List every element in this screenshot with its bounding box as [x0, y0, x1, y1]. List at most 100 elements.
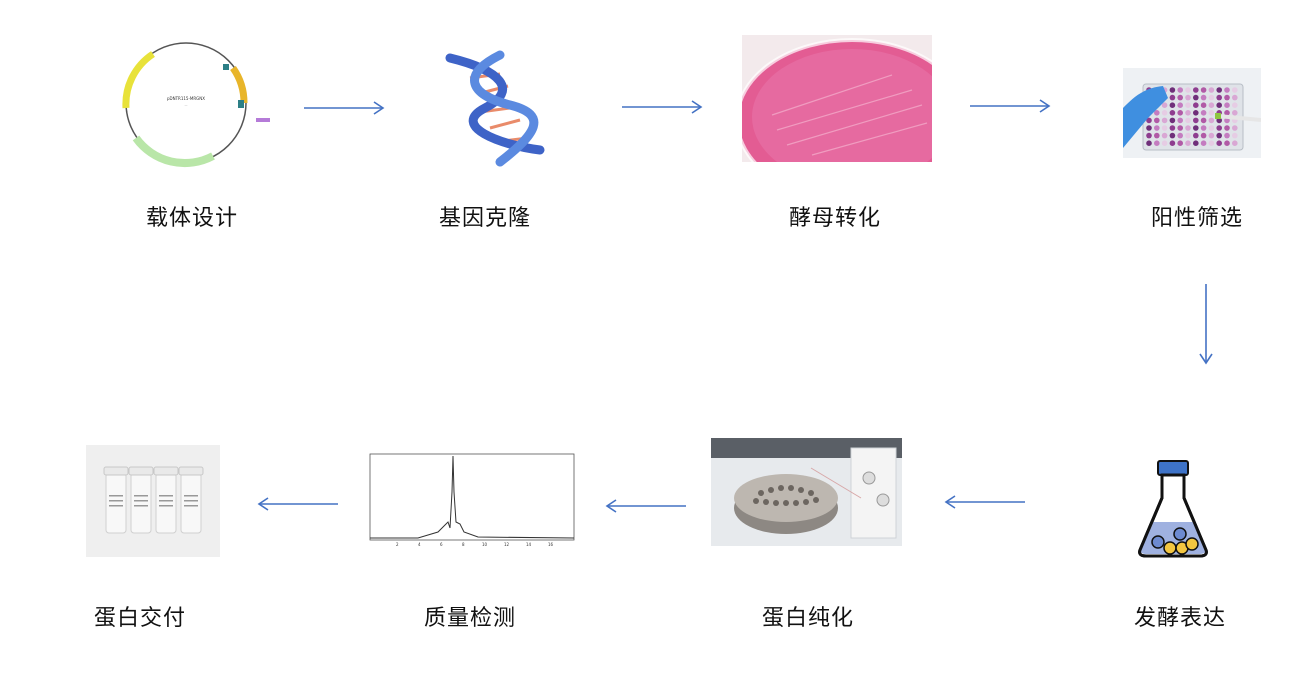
plate-well: [1224, 102, 1230, 108]
plate-well: [1161, 125, 1168, 131]
plate-well: [1232, 140, 1238, 146]
plate-well: [1232, 110, 1238, 116]
plate-well: [1185, 94, 1191, 101]
plate-well: [1154, 117, 1160, 124]
plate-well: [1169, 117, 1176, 124]
plate-well: [1193, 102, 1199, 108]
plate-well: [1193, 140, 1199, 146]
flask-icon: [1134, 458, 1212, 560]
step-label-fermentation-expression: 发酵表达: [1133, 606, 1226, 631]
plate-well: [1216, 94, 1222, 101]
plate-well: [1224, 140, 1230, 146]
plate-well: [1177, 110, 1183, 116]
plate-well: [1169, 110, 1176, 116]
step-label-gene-cloning: 基因克隆: [438, 206, 531, 231]
plate-well: [1200, 110, 1207, 116]
plate-well: [1161, 117, 1168, 124]
plate-well: [1154, 110, 1160, 116]
step-label-vector-design: 载体设计: [145, 206, 238, 231]
svg-text:—: —: [185, 103, 188, 107]
plate-well: [1232, 132, 1238, 139]
plate-well: [1169, 132, 1176, 139]
plate-well: [1216, 125, 1222, 131]
plate-well: [1193, 117, 1199, 124]
plate-well: [1193, 94, 1199, 101]
plate-well: [1146, 140, 1152, 146]
plate-well: [1161, 132, 1168, 139]
plate-well: [1177, 102, 1183, 108]
step-label-quality-testing: 质量检测: [423, 606, 516, 631]
plate-well: [1224, 94, 1230, 101]
plate-well: [1224, 132, 1230, 139]
plate-well: [1232, 94, 1238, 101]
plate-well: [1216, 132, 1222, 139]
plate-well: [1193, 125, 1199, 131]
plate-well: [1169, 125, 1176, 131]
plate-well: [1200, 117, 1207, 124]
plate-well: [1224, 125, 1230, 131]
plate-well: [1169, 87, 1176, 93]
plate-well: [1177, 87, 1183, 93]
plate-well: [1185, 125, 1191, 131]
plate-well: [1193, 110, 1199, 116]
plate-well: [1208, 117, 1215, 124]
plate-well: [1161, 110, 1168, 116]
plate-well: [1146, 132, 1152, 139]
plate-well: [1208, 125, 1215, 131]
arrow-left-3: [257, 497, 338, 511]
svg-text:10: 10: [482, 542, 488, 547]
plate-well: [1200, 87, 1207, 93]
step-label-yeast-transformation: 酵母转化: [788, 206, 881, 231]
plate-well: [1216, 87, 1222, 93]
arrow-right-2: [622, 100, 703, 114]
svg-text:14: 14: [526, 542, 532, 547]
plate-well: [1169, 102, 1176, 108]
plate-well: [1193, 87, 1199, 93]
step-label-protein-delivery: 蛋白交付: [93, 606, 186, 631]
arrow-down: [1199, 284, 1213, 365]
plate-well: [1193, 132, 1199, 139]
svg-text:4: 4: [418, 542, 421, 547]
plate-well: [1154, 125, 1160, 131]
plate-well: [1177, 125, 1183, 131]
plate-well: [1232, 87, 1238, 93]
plate-well: [1208, 132, 1215, 139]
step-label-protein-purification: 蛋白纯化: [761, 606, 854, 631]
plate-well: [1200, 132, 1207, 139]
plate-well: [1200, 125, 1207, 131]
arrow-right-3: [970, 99, 1051, 113]
plate-well: [1185, 110, 1191, 116]
plate-well: [1177, 132, 1183, 139]
arrow-right-1: [304, 101, 385, 115]
plate-well: [1200, 94, 1207, 101]
petri-dish-image: [742, 35, 932, 162]
plate-well: [1169, 140, 1176, 146]
plate-well: [1216, 117, 1222, 124]
plate-well: [1154, 132, 1160, 139]
plate-well: [1154, 140, 1160, 146]
svg-text:8: 8: [462, 542, 465, 547]
plate-well: [1177, 117, 1183, 124]
plate-well: [1177, 94, 1183, 101]
plate-well: [1224, 110, 1230, 116]
plate-well: [1208, 110, 1215, 116]
plate-well: [1169, 94, 1176, 101]
svg-text:16: 16: [548, 542, 554, 547]
plasmid-name: pDNTR115-MRGNX: [167, 96, 205, 101]
plate-well: [1208, 140, 1215, 146]
svg-text:12: 12: [504, 542, 510, 547]
plate-well: [1232, 125, 1238, 131]
plate-well: [1185, 132, 1191, 139]
plate-well: [1208, 94, 1215, 101]
plasmid-map-image: pDNTR115-MRGNX —: [118, 38, 278, 168]
plate-well: [1185, 87, 1191, 93]
arrow-left-2: [605, 499, 686, 513]
plate-well: [1161, 140, 1168, 146]
plate-well: [1185, 140, 1191, 146]
plate-well: [1216, 140, 1222, 146]
svg-text:2: 2: [396, 542, 399, 547]
plate-well: [1177, 140, 1183, 146]
plate-well: [1200, 102, 1207, 108]
protein-tubes-image: [86, 445, 220, 557]
